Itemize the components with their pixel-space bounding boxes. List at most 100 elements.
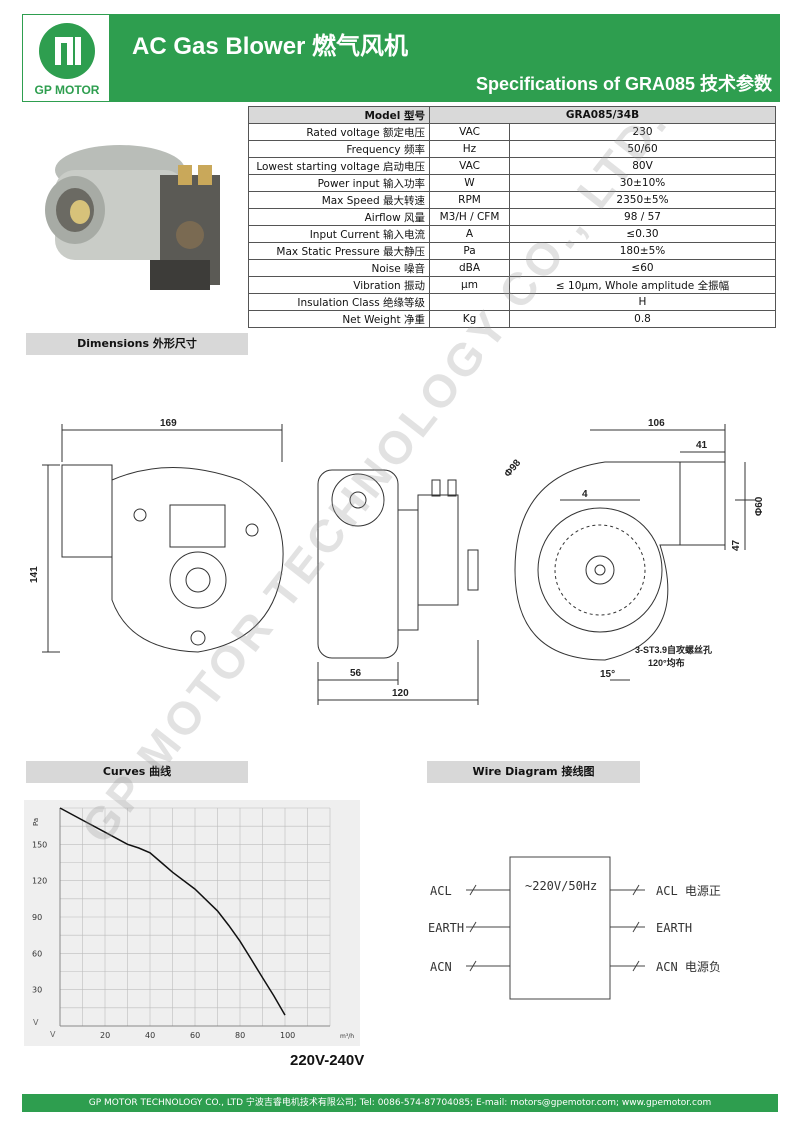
- wire-box-label: ~220V/50Hz: [525, 879, 597, 893]
- curves-section-tag: Curves 曲线: [26, 761, 248, 783]
- chart-background: [24, 800, 360, 1046]
- row-value: 30±10%: [509, 174, 776, 192]
- wire-right-acl: ACL 电源正: [656, 884, 721, 898]
- row-value: ≤ 10μm, Whole amplitude 全振幅: [509, 276, 776, 294]
- logo-text: GP MOTOR: [34, 83, 100, 97]
- y-tick-label: 60: [32, 949, 42, 958]
- row-unit: Hz: [429, 140, 510, 158]
- wire-box: [509, 856, 611, 1000]
- row-value: 80V: [509, 157, 776, 175]
- row-value: ≤60: [509, 259, 776, 277]
- table-header-row: Model 型号 GRA085/34B: [248, 106, 776, 124]
- wire-left-acl: ACL: [430, 884, 452, 898]
- dim-41: 41: [696, 440, 708, 451]
- x-tick-label: 40: [145, 1031, 155, 1040]
- row-value: 180±5%: [509, 242, 776, 260]
- y-axis-label: Pa: [32, 818, 40, 826]
- row-label: Power input 输入功率: [248, 174, 430, 192]
- row-label: Insulation Class 绝缘等级: [248, 293, 430, 311]
- row-unit: μm: [429, 276, 510, 294]
- row-label: Rated voltage 额定电压: [248, 123, 430, 141]
- row-unit: RPM: [429, 191, 510, 209]
- dim-120: 120: [392, 688, 409, 699]
- dim-15deg: 15°: [600, 669, 615, 680]
- wire-section-tag: Wire Diagram 接线图: [427, 761, 640, 783]
- row-value: 2350±5%: [509, 191, 776, 209]
- row-label: Max Speed 最大转速: [248, 191, 430, 209]
- x-axis-label: m³/h: [340, 1033, 354, 1040]
- row-label: Input Current 输入电流: [248, 225, 430, 243]
- page-header: GP MOTOR AC Gas Blower 燃气风机 Specificatio…: [22, 14, 780, 102]
- row-unit: [429, 293, 510, 311]
- chart-grid: [59, 807, 331, 1027]
- dimension-drawings: 169 141 56 120 106 41 47 Φ60 Φ98 4 15° 3…: [29, 418, 765, 705]
- row-label: Vibration 振动: [248, 276, 430, 294]
- x-axis-marker: V: [50, 1030, 56, 1039]
- row-value: 50/60: [509, 140, 776, 158]
- wire-right-earth: EARTH: [656, 921, 692, 935]
- table-row: Insulation Class 绝缘等级 H: [248, 293, 776, 311]
- row-unit: A: [429, 225, 510, 243]
- y-axis-marker: V: [33, 1018, 39, 1027]
- row-unit: VAC: [429, 123, 510, 141]
- row-label: Noise 噪音: [248, 259, 430, 277]
- chart-tick-labels: 20 40 60 80 100 30 60 90 120 150: [32, 840, 295, 1040]
- curve-voltage-caption: 220V-240V: [290, 1052, 365, 1069]
- product-photo: [30, 110, 240, 320]
- x-tick-label: 80: [235, 1031, 245, 1040]
- logo-mark-icon: [39, 23, 95, 79]
- x-tick-label: 20: [100, 1031, 110, 1040]
- screw-note: 3-ST3.9自攻螺丝孔: [635, 644, 712, 655]
- curve-series-line: [59, 807, 286, 1016]
- x-tick-label: 100: [280, 1031, 295, 1040]
- x-tick-label: 60: [190, 1031, 200, 1040]
- model-label: Model 型号: [248, 106, 430, 124]
- dimensions-section-tag: Dimensions 外形尺寸: [26, 333, 248, 355]
- row-label: Frequency 频率: [248, 140, 430, 158]
- row-unit: VAC: [429, 157, 510, 175]
- row-label: Max Static Pressure 最大静压: [248, 242, 430, 260]
- dim-47: 47: [731, 539, 742, 551]
- dim-169: 169: [160, 418, 177, 429]
- row-label: Airflow 风量: [248, 208, 430, 226]
- dim-phi60: Φ60: [754, 496, 765, 516]
- wire-right-acn: ACN 电源负: [656, 960, 721, 974]
- spec-subtitle: Specifications of GRA085 技术参数: [475, 74, 772, 94]
- y-tick-label: 30: [32, 986, 42, 995]
- page-title: AC Gas Blower 燃气风机: [132, 33, 409, 60]
- wire-left-acn: ACN: [430, 960, 452, 974]
- page-footer: GP MOTOR TECHNOLOGY CO., LTD 宁波吉睿电机技术有限公…: [22, 1094, 778, 1112]
- wire-left-earth: EARTH: [428, 921, 464, 935]
- dim-phi98: Φ98: [502, 457, 523, 479]
- row-unit: dBA: [429, 259, 510, 277]
- row-value: 98 / 57: [509, 208, 776, 226]
- y-tick-label: 90: [32, 913, 42, 922]
- y-tick-label: 150: [32, 840, 47, 849]
- dim-106: 106: [648, 418, 665, 429]
- row-value: 0.8: [509, 310, 776, 328]
- row-unit: W: [429, 174, 510, 192]
- row-unit: M3/H / CFM: [429, 208, 510, 226]
- model-value: GRA085/34B: [429, 106, 776, 124]
- logo: GP MOTOR: [22, 14, 110, 102]
- row-value: 230: [509, 123, 776, 141]
- row-value: H: [509, 293, 776, 311]
- wire-diagram: ~220V/50Hz ACL EARTH ACN ACL 电源正 EARTH A…: [428, 856, 721, 1000]
- dim-56: 56: [350, 668, 362, 679]
- performance-curve-chart: 20 40 60 80 100 30 60 90 120 150 Pa m³/h V V: [24, 800, 360, 1046]
- row-unit: Pa: [429, 242, 510, 260]
- row-value: ≤0.30: [509, 225, 776, 243]
- dim-4: 4: [582, 489, 588, 500]
- row-label: Net Weight 净重: [248, 310, 430, 328]
- y-tick-label: 120: [32, 877, 47, 886]
